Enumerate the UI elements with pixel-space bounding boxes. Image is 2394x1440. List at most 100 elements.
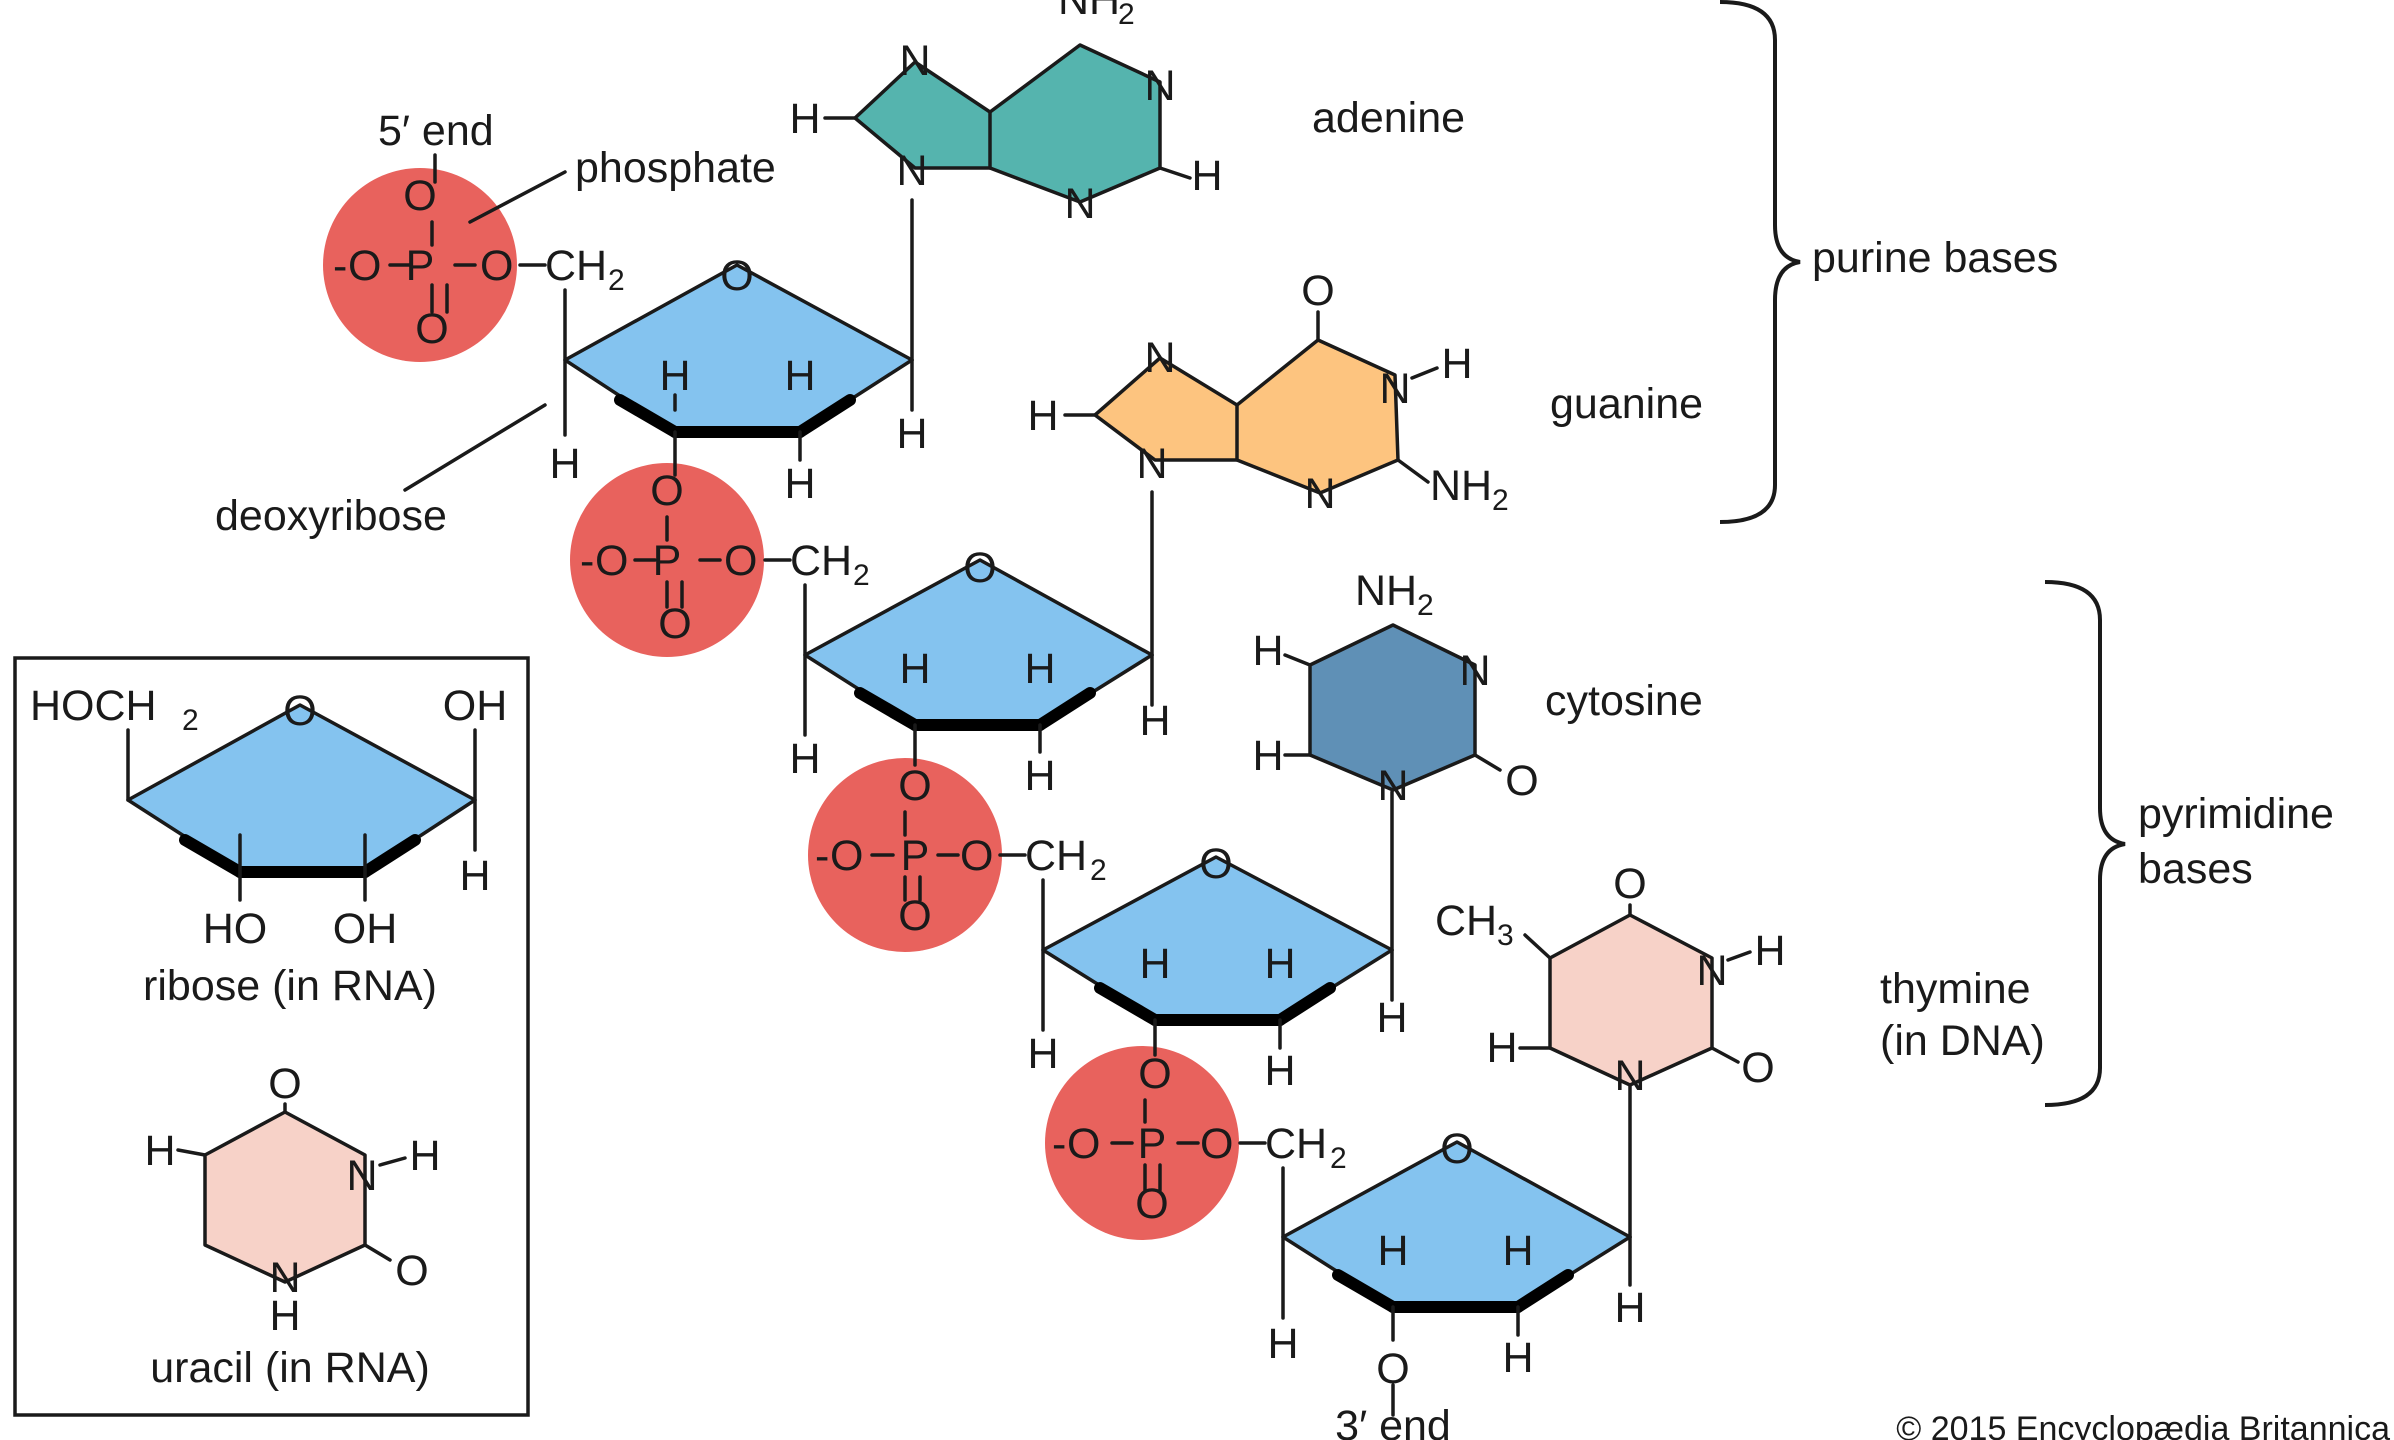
svg-text:N: N: [1144, 62, 1175, 110]
svg-text:O: O: [268, 1060, 301, 1108]
svg-text:P: P: [901, 832, 930, 880]
phosphate-circle-3: [808, 758, 1002, 952]
svg-text:O: O: [720, 252, 753, 300]
svg-text:2: 2: [1492, 484, 1509, 517]
svg-text:H: H: [1024, 752, 1055, 800]
svg-text:H: H: [1024, 645, 1055, 693]
svg-text:P: P: [653, 537, 682, 585]
svg-text:O: O: [898, 892, 931, 940]
svg-text:O: O: [960, 832, 993, 880]
pyrimidine-brace: [2044, 580, 2126, 1107]
svg-text:P: P: [406, 242, 435, 290]
svg-text:N: N: [1614, 1052, 1645, 1100]
svg-text:CH: CH: [1265, 1120, 1327, 1168]
svg-text:CH: CH: [1025, 832, 1087, 880]
svg-text:-: -: [580, 537, 594, 585]
thymine-label-2: (in DNA): [1880, 1017, 2045, 1065]
svg-text:O: O: [395, 1247, 428, 1295]
svg-text:P: P: [1138, 1120, 1167, 1168]
svg-text:O: O: [1505, 757, 1538, 805]
svg-text:N: N: [896, 147, 927, 195]
svg-text:O: O: [963, 544, 996, 592]
svg-text:O: O: [403, 172, 436, 220]
svg-text:H: H: [409, 1132, 440, 1180]
guanine-ring: [1093, 338, 1400, 495]
phosphate-groups: [323, 168, 1239, 1240]
svg-text:H: H: [1264, 1047, 1295, 1095]
phosphate-circle-1: [323, 168, 517, 362]
svg-text:H: H: [789, 95, 820, 143]
svg-text:H: H: [659, 352, 690, 400]
svg-text:N: N: [1379, 365, 1410, 413]
adenine-ring: [853, 43, 1162, 204]
svg-text:H: H: [1139, 940, 1170, 988]
svg-text:H: H: [1486, 1024, 1517, 1072]
svg-text:H: H: [1376, 994, 1407, 1042]
phosphate-circle-4: [1045, 1046, 1239, 1240]
svg-text:H: H: [896, 410, 927, 458]
svg-text:H: H: [1139, 697, 1170, 745]
svg-text:O: O: [830, 832, 863, 880]
svg-text:-: -: [815, 832, 829, 880]
svg-text:O: O: [595, 537, 628, 585]
svg-text:O: O: [1199, 840, 1232, 888]
svg-text:O: O: [898, 762, 931, 810]
svg-text:N: N: [346, 1152, 377, 1200]
svg-text:H: H: [1377, 1227, 1408, 1275]
svg-text:NH: NH: [1355, 567, 1417, 615]
svg-text:H: H: [784, 460, 815, 508]
backbone-bonds: [388, 153, 1632, 1417]
svg-text:H: H: [549, 440, 580, 488]
svg-text:H: H: [1502, 1334, 1533, 1382]
uracil-label: uracil (in RNA): [150, 1344, 430, 1392]
cytosine-label: cytosine: [1545, 677, 1703, 725]
pyrimidine-label-1: pyrimidine: [2138, 790, 2334, 838]
svg-text:H: H: [1502, 1227, 1533, 1275]
svg-text:H: H: [1191, 152, 1222, 200]
svg-text:2: 2: [1118, 0, 1135, 31]
guanine-label: guanine: [1550, 380, 1703, 428]
svg-text:H: H: [789, 735, 820, 783]
svg-text:N: N: [1064, 180, 1095, 228]
svg-text:CH: CH: [545, 242, 607, 290]
svg-text:H: H: [1267, 1320, 1298, 1368]
svg-text:H: H: [1614, 1284, 1645, 1332]
svg-text:H: H: [784, 352, 815, 400]
pyrimidine-label-2: bases: [2138, 845, 2253, 893]
svg-text:N: N: [1696, 947, 1727, 995]
purine-bases-label: purine bases: [1812, 234, 2058, 282]
phosphate-label: phosphate: [575, 144, 776, 192]
svg-text:2: 2: [1090, 854, 1107, 887]
svg-text:H: H: [1027, 1030, 1058, 1078]
svg-text:O: O: [1440, 1125, 1473, 1173]
svg-text:2: 2: [608, 264, 625, 297]
svg-text:NH: NH: [1058, 0, 1120, 24]
base-atom-labels: NH 2 N N H N N H O N N H H N N NH 2 NH 2…: [30, 0, 1786, 1340]
svg-text:H: H: [1264, 940, 1295, 988]
svg-text:H: H: [1252, 627, 1283, 675]
svg-text:N: N: [1304, 470, 1335, 518]
svg-text:OH: OH: [443, 682, 508, 730]
thymine-label-1: thymine: [1880, 965, 2031, 1013]
svg-text:H: H: [1754, 927, 1785, 975]
structure-labels: 5′ end phosphate deoxyribose adenine gua…: [143, 94, 2390, 1440]
svg-text:H: H: [1252, 732, 1283, 780]
svg-text:O: O: [1301, 267, 1334, 315]
svg-text:OH: OH: [333, 905, 398, 953]
rna-inset-box: [13, 656, 530, 1417]
svg-text:CH: CH: [1435, 897, 1497, 945]
deoxyribose-label: deoxyribose: [215, 492, 447, 540]
phosphate-circle-2: [570, 463, 764, 657]
svg-text:HOCH: HOCH: [30, 682, 157, 730]
svg-text:N: N: [1459, 647, 1490, 695]
svg-text:O: O: [1376, 1345, 1409, 1393]
svg-text:H: H: [1027, 392, 1058, 440]
svg-text:O: O: [1067, 1120, 1100, 1168]
svg-text:O: O: [283, 687, 316, 735]
adenine-label: adenine: [1312, 94, 1465, 142]
svg-text:O: O: [1613, 860, 1646, 908]
svg-text:2: 2: [853, 559, 870, 592]
svg-text:H: H: [144, 1127, 175, 1175]
svg-text:N: N: [1377, 762, 1408, 810]
svg-text:H: H: [899, 645, 930, 693]
